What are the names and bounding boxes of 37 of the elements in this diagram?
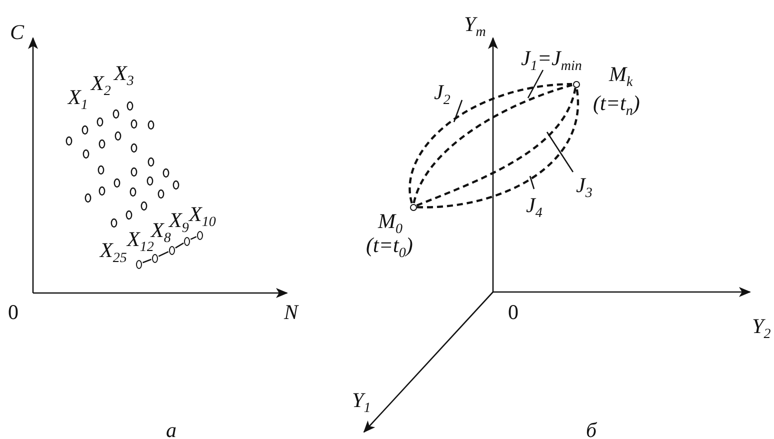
point-label: (t=t$_{n}$) <box>593 93 640 120</box>
connecting-line <box>158 251 169 257</box>
curve-label: J$_{2}$ <box>434 82 450 108</box>
end-point <box>410 204 416 210</box>
leader-line <box>527 70 544 98</box>
axis-label: Y$_{1}$ <box>352 390 371 416</box>
point-label: X$_{1}$ <box>68 87 88 114</box>
end-point <box>572 80 580 88</box>
axis-label: Y$_{2}$ <box>752 316 771 342</box>
axis-label: Y$_{m}$ <box>464 14 486 40</box>
curve-label: J$_{3}$ <box>576 175 592 202</box>
connecting-line <box>190 236 197 240</box>
point-label: M$_{k}$ <box>609 64 633 90</box>
curve-label: J$_{1}$=J$_{min}$ <box>521 48 582 74</box>
origin-label: 0 <box>8 302 18 323</box>
point-label: M$_{0}$ <box>378 211 402 238</box>
curve-label: J$_{4}$ <box>526 195 542 222</box>
point-label: X$_{10}$ <box>189 204 216 230</box>
axis-label: C <box>10 22 24 43</box>
connecting-line <box>175 242 184 248</box>
data-point <box>169 246 175 254</box>
axis-label: N <box>284 302 298 323</box>
panel-label: б <box>586 420 597 439</box>
point-label: X$_{2}$ <box>91 73 111 100</box>
point-label: X$_{25}$ <box>100 240 127 266</box>
connecting-line <box>142 258 152 264</box>
origin-label: 0 <box>508 302 518 323</box>
data-point <box>197 230 203 240</box>
leader-line <box>546 132 574 172</box>
leader-line <box>529 176 535 190</box>
leader-line <box>453 100 463 122</box>
panel-label: а <box>166 420 176 439</box>
point-label: (t=t$_{0}$) <box>366 235 413 262</box>
point-label: X$_{3}$ <box>114 63 134 90</box>
data-point <box>184 236 190 246</box>
data-point <box>152 254 158 262</box>
data-point <box>136 260 142 268</box>
